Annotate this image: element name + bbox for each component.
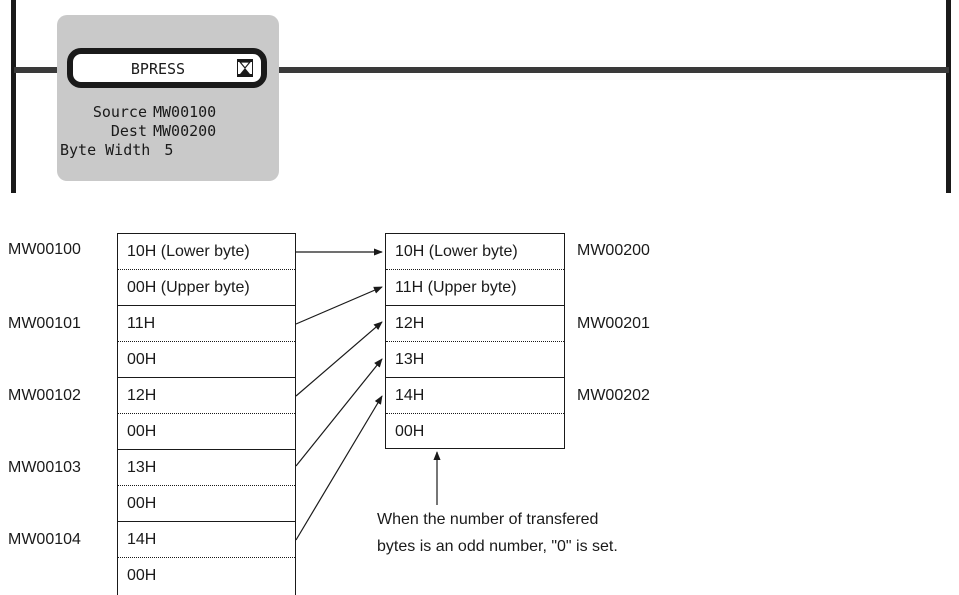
bpress-instruction-block[interactable]: BPRESS Source MW00100 Dest MW00200 Byte … [57,15,279,181]
source-byte-cell: 14H [118,522,295,558]
param-value: MW00200 [153,122,217,140]
source-byte-cell: 00H [118,342,295,378]
source-byte-cell: 12H [118,378,295,414]
param-value: MW00100 [153,103,217,121]
rung-wire-left [14,67,74,73]
source-address: MW00103 [8,459,81,476]
source-byte-cell: 00H (Upper byte) [118,270,295,306]
source-memory-table: 10H (Lower byte) 00H (Upper byte) 11H 00… [117,233,296,595]
hourglass-icon [237,59,253,77]
param-label: Dest [110,122,147,140]
param-label: Byte Width [60,141,151,159]
transfer-arrow [295,321,383,397]
param-value: 5 [164,141,174,159]
dest-byte-cell: 13H [386,342,564,378]
source-address: MW00100 [8,241,81,258]
note-line: When the number of transfered [377,511,599,528]
transfer-arrow [295,395,383,541]
dest-byte-cell: 14H [386,378,564,414]
instruction-parameters: Source MW00100 Dest MW00200 Byte Width 5 [57,103,279,160]
source-byte-cell: 00H [127,567,157,584]
source-address: MW00102 [8,387,81,404]
source-byte-cell: 10H (Lower byte) [118,234,295,270]
dest-memory-table: 10H (Lower byte) 11H (Upper byte) 12H 13… [385,233,565,449]
right-power-rail [946,0,951,193]
source-byte-cell: 13H [118,450,295,486]
source-byte-cell: 11H [118,306,295,342]
source-address: MW00104 [8,531,81,548]
instruction-name: BPRESS [130,60,186,78]
note-line: bytes is an odd number, "0" is set. [377,538,618,555]
odd-byte-note: When the number of transfered bytes is a… [377,506,618,560]
param-label: Source [92,103,147,121]
instruction-header: BPRESS [67,48,267,88]
dest-byte-cell: 10H (Lower byte) [386,234,564,270]
rung-wire-right [267,67,949,73]
source-byte-cell: 00H [118,486,295,522]
dest-byte-cell: 12H [386,306,564,342]
transfer-arrow [295,358,383,467]
dest-address: MW00202 [577,387,650,404]
param-source: Source MW00100 [57,103,279,122]
dest-address: MW00200 [577,242,650,259]
transfer-arrow [295,286,383,325]
param-byte-width: Byte Width 5 [57,141,279,160]
dest-address: MW00201 [577,315,650,332]
dest-byte-cell: 11H (Upper byte) [386,270,564,306]
source-address: MW00101 [8,315,81,332]
dest-byte-cell: 00H [395,423,425,440]
left-power-rail [11,0,16,193]
source-byte-cell: 00H [118,414,295,450]
param-dest: Dest MW00200 [57,122,279,141]
